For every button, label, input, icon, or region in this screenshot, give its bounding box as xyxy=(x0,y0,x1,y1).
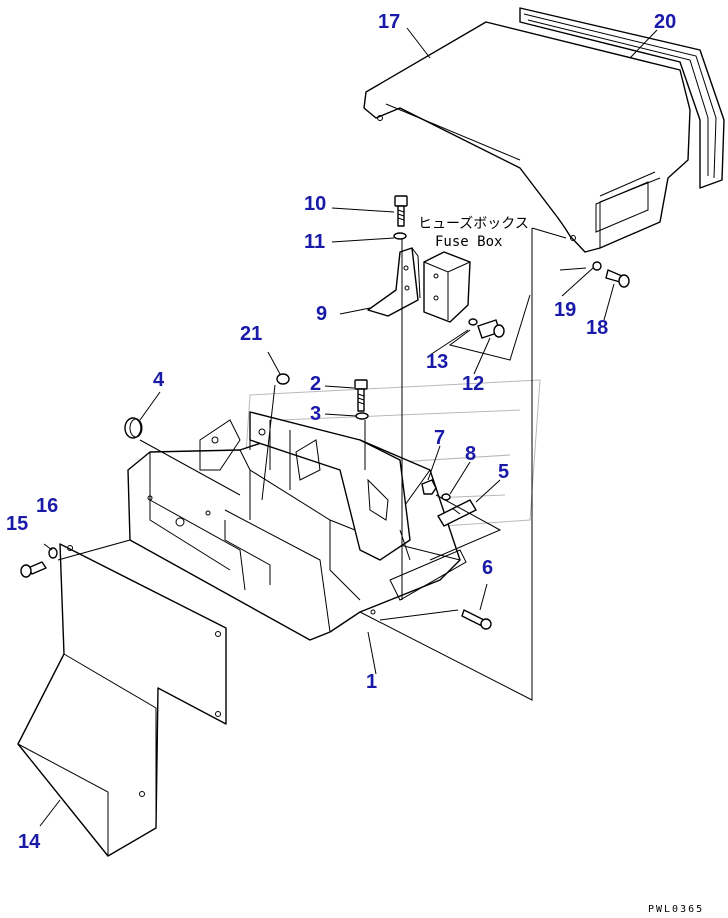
callout-3: 3 xyxy=(310,403,321,425)
callout-10: 10 xyxy=(304,193,326,215)
callout-7: 7 xyxy=(434,427,445,449)
part-6-bolt xyxy=(461,609,492,630)
back-panel xyxy=(359,227,567,701)
callout-20: 20 xyxy=(654,11,676,33)
part-3-washer xyxy=(355,412,369,420)
callout-18: 18 xyxy=(586,317,608,339)
callout-4: 4 xyxy=(153,369,165,391)
part-2-bolt xyxy=(354,379,368,412)
part-19-washer xyxy=(592,261,602,271)
callout-16: 16 xyxy=(36,495,58,517)
assembly-lines xyxy=(57,238,587,621)
callout-8: 8 xyxy=(465,443,476,465)
callout-9: 9 xyxy=(316,303,327,325)
part-4-grommet xyxy=(124,417,143,439)
fuse-box xyxy=(423,251,471,323)
callout-6: 6 xyxy=(482,557,493,579)
part-13-washer xyxy=(468,318,478,326)
part-15-bolt xyxy=(20,561,47,578)
part-11-washer xyxy=(393,232,407,240)
part-17-top-cover xyxy=(363,21,691,253)
callout-21: 21 xyxy=(240,323,262,345)
part-7-nut xyxy=(421,479,437,495)
callout-1: 1 xyxy=(366,671,377,693)
callout-12: 12 xyxy=(462,373,484,395)
internal-frame xyxy=(199,411,467,601)
callout-13: 13 xyxy=(426,351,448,373)
callout-11: 11 xyxy=(304,231,325,253)
part-5-clamp xyxy=(437,499,477,527)
part-18-bolt xyxy=(605,269,630,288)
part-12-bolt xyxy=(477,319,505,339)
callout-19: 19 xyxy=(554,299,576,321)
part-16-washer xyxy=(48,547,58,559)
part-10-bolt xyxy=(394,195,408,227)
fuse-box-label-en: Fuse Box xyxy=(435,234,502,250)
part-9-bracket xyxy=(367,247,421,317)
part-21-plug xyxy=(276,373,290,385)
callout-15: 15 xyxy=(6,513,28,535)
callout-2: 2 xyxy=(310,373,321,395)
leader-lines xyxy=(39,27,658,827)
drawing-code: PWL0365 xyxy=(648,904,704,915)
callout-5: 5 xyxy=(498,461,509,483)
part-20-gasket xyxy=(519,7,725,189)
fuse-box-label-jp: ヒューズボックス xyxy=(418,216,529,232)
callout-17: 17 xyxy=(378,11,400,33)
callout-14: 14 xyxy=(18,831,41,853)
part-14-cover-plate xyxy=(17,543,227,857)
